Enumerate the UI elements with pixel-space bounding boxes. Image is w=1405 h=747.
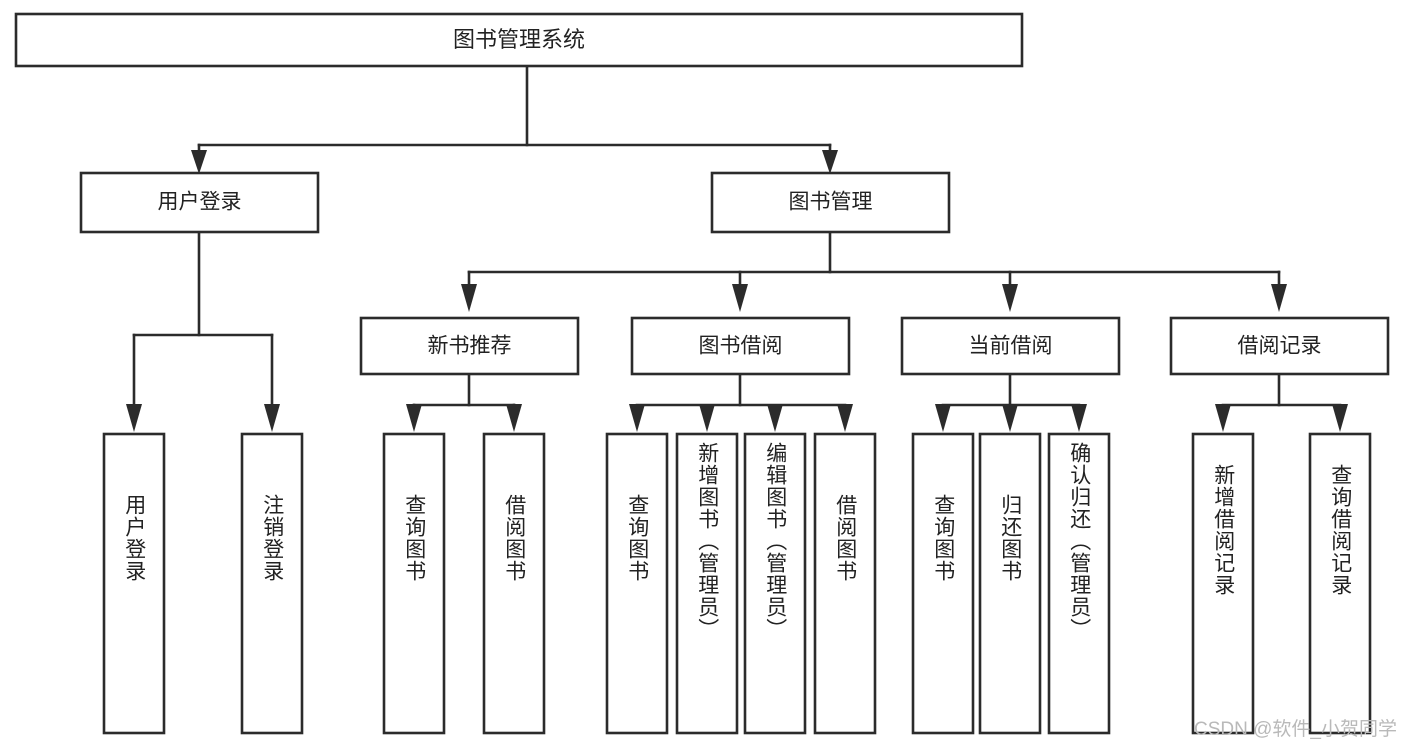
- arrow-head-icon: [699, 404, 715, 432]
- leaf-box-query-book-1[interactable]: [382, 432, 446, 735]
- arrow-head-icon: [1215, 404, 1231, 432]
- arrow-head-icon: [191, 150, 207, 174]
- arrow-head-icon: [1002, 404, 1018, 432]
- node-new-book-recommend-label: 新书推荐: [428, 335, 512, 358]
- arrow-head-icon: [406, 404, 422, 432]
- leaf-box-return-book[interactable]: [978, 432, 1042, 735]
- node-root-label: 图书管理系统: [453, 27, 585, 52]
- arrow-head-icon: [732, 284, 748, 312]
- arrow-head-icon: [1332, 404, 1348, 432]
- csdn-watermark: CSDN @软件_小贺同学: [1194, 719, 1397, 740]
- leaf-box-add-book[interactable]: [675, 432, 739, 735]
- arrow-head-icon: [1002, 284, 1018, 312]
- node-book-borrow-label: 图书借阅: [699, 335, 783, 358]
- leaf-box-query-book-2[interactable]: [605, 432, 669, 735]
- arrow-head-icon: [506, 404, 522, 432]
- node-current-borrow-label: 当前借阅: [969, 335, 1053, 358]
- leaf-box-logout[interactable]: [240, 432, 304, 735]
- arrow-head-icon: [126, 404, 142, 432]
- arrow-head-icon: [837, 404, 853, 432]
- leaf-box-add-record[interactable]: [1191, 432, 1255, 735]
- leaf-box-borrow-book-1[interactable]: [482, 432, 546, 735]
- leaf-box-query-record[interactable]: [1308, 432, 1372, 735]
- leaf-box-borrow-book-2[interactable]: [813, 432, 877, 735]
- arrow-head-icon: [935, 404, 951, 432]
- node-book-management-label: 图书管理: [789, 191, 873, 214]
- arrow-head-icon: [767, 404, 783, 432]
- arrow-head-icon: [629, 404, 645, 432]
- arrow-head-icon: [822, 150, 838, 174]
- leaf-box-confirm-return[interactable]: [1047, 432, 1111, 735]
- connector-layer: [126, 64, 1348, 432]
- arrow-head-icon: [1271, 284, 1287, 312]
- node-user-login-label: 用户登录: [158, 191, 242, 214]
- node-current-borrow[interactable]: 当前借阅: [900, 316, 1121, 376]
- node-book-management[interactable]: 图书管理: [710, 171, 951, 234]
- arrow-head-icon: [461, 284, 477, 312]
- node-root-book-management-system[interactable]: 图书管理系统: [14, 12, 1024, 68]
- leaf-rect-layer: [102, 432, 1372, 735]
- arrow-head-icon: [264, 404, 280, 432]
- node-book-borrow[interactable]: 图书借阅: [630, 316, 851, 376]
- leaf-box-user-login[interactable]: [102, 432, 166, 735]
- node-borrow-record-label: 借阅记录: [1238, 335, 1322, 358]
- node-user-login[interactable]: 用户登录: [79, 171, 320, 234]
- node-borrow-record[interactable]: 借阅记录: [1169, 316, 1390, 376]
- node-new-book-recommend[interactable]: 新书推荐: [359, 316, 580, 376]
- leaf-box-query-book-3[interactable]: [911, 432, 975, 735]
- leaf-box-edit-book[interactable]: [743, 432, 807, 735]
- arrow-head-icon: [1071, 404, 1087, 432]
